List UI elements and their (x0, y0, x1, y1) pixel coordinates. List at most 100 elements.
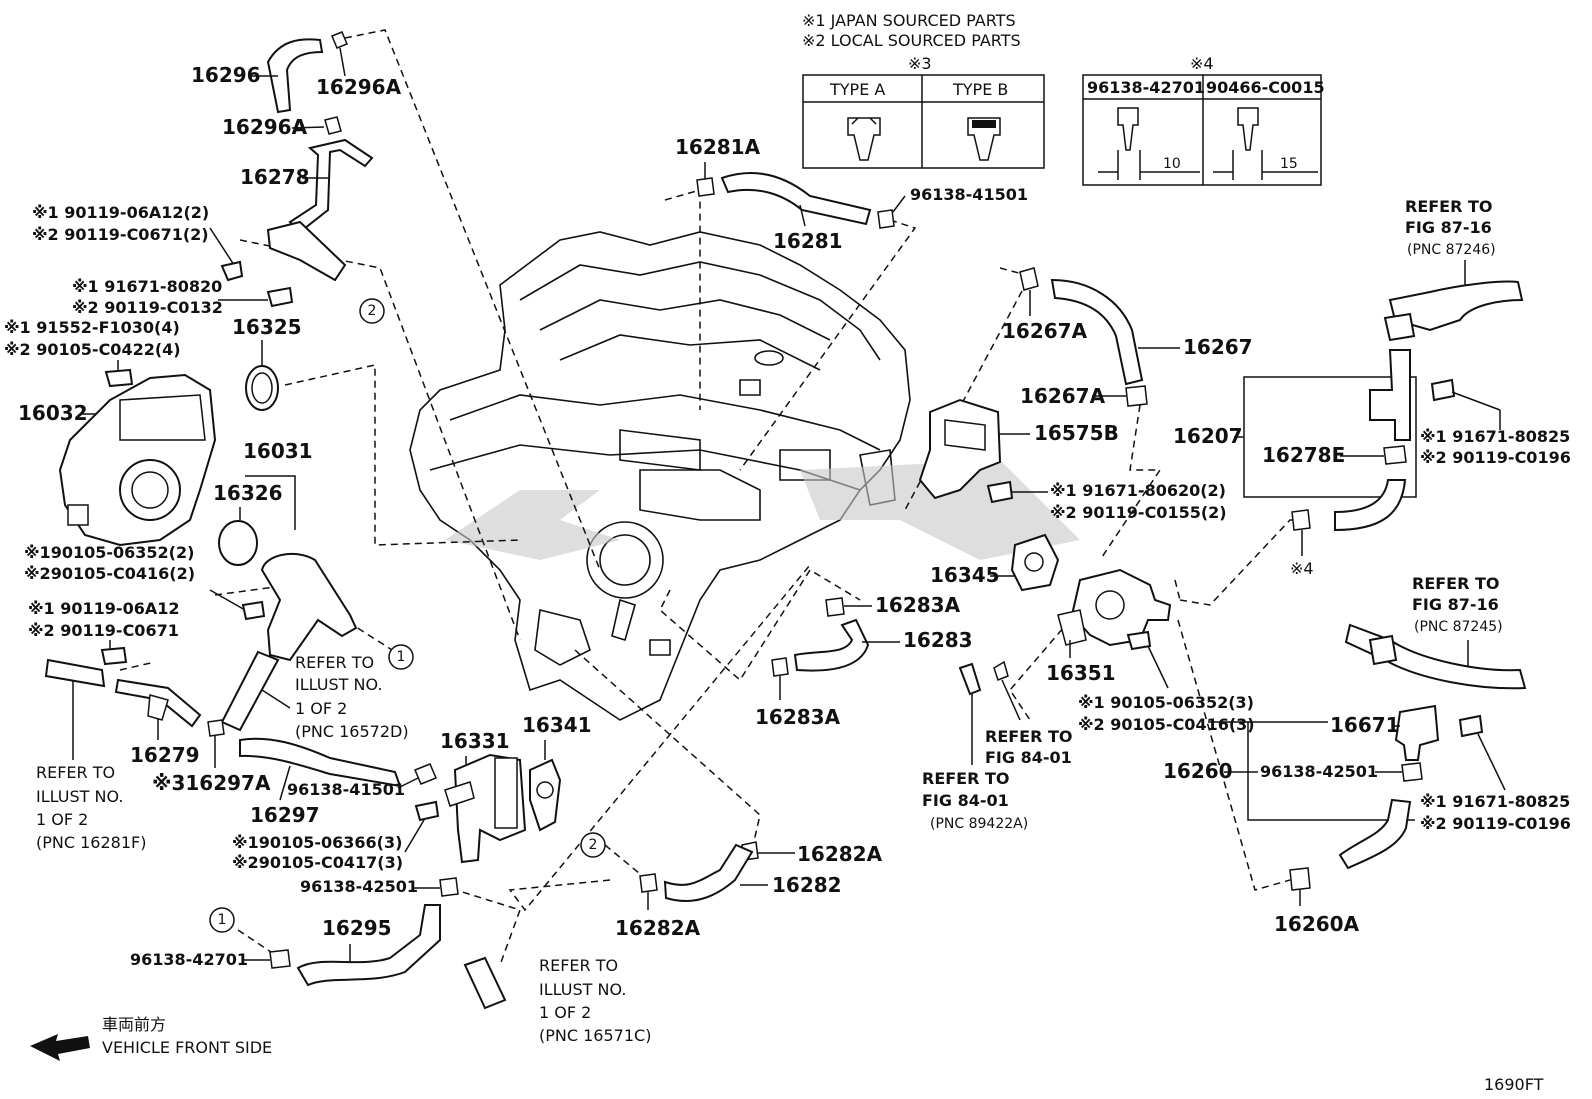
refer-16572D-line4: (PNC 16572D) (295, 722, 409, 741)
clamp-a-dimension: 10 (1163, 156, 1181, 172)
label-16283A-bottom: 16283A (755, 705, 841, 729)
callout-2-a (359, 298, 385, 324)
label-96138-42701: 96138-42701 (130, 950, 248, 969)
clamp-96138-41501-left (414, 763, 437, 785)
type-b-clip-icon (967, 117, 1001, 161)
label-90105-06366: ※190105-06366(3) (232, 833, 402, 852)
refer-16571C-line4: (PNC 16571C) (539, 1026, 651, 1045)
callout-2-b-label: 2 (589, 837, 598, 853)
label-16297A: ※316297A (152, 771, 271, 795)
refer-16571C-line2: ILLUST NO. (539, 980, 626, 999)
engine-block-illustration (409, 231, 1080, 721)
label-16575B: 16575B (1034, 421, 1119, 445)
callout-1-b-label: 1 (218, 912, 227, 928)
assembly-dashed-lines (119, 29, 1300, 966)
label-90119-C0196-b: ※2 90119-C0196 (1420, 814, 1571, 833)
mark4-label: ※4 (1290, 559, 1314, 578)
water-inlet-16031 (260, 552, 358, 662)
bolt-left-1 (220, 260, 244, 282)
refer-16281F-line2: ILLUST NO. (36, 787, 123, 806)
label-16260A: 16260A (1274, 912, 1360, 936)
clamp-16267A-top (1019, 267, 1039, 291)
figure-code: 1690FT (1484, 1075, 1544, 1094)
label-16283A-top: 16283A (875, 593, 961, 617)
label-16032: 16032 (18, 401, 88, 425)
bolt-left-3 (104, 368, 134, 388)
hose-16296 (266, 38, 324, 114)
clamp-b-icon (1213, 107, 1318, 180)
label-16296A-top: 16296A (316, 75, 402, 99)
label-16267A-bottom: 16267A (1020, 384, 1106, 408)
label-16297: 16297 (250, 803, 320, 827)
clamp-16267A-bottom (1125, 385, 1148, 407)
refer-87245-line3: (PNC 87245) (1414, 619, 1503, 635)
label-16260: 16260 (1163, 759, 1233, 783)
clamp-col-a-part: 96138-42701 (1087, 78, 1205, 97)
label-bolt-90119-06A12: ※1 90119-06A12(2) (32, 203, 209, 222)
clamp-96138-41501-right (877, 209, 895, 229)
hose-16260 (1338, 798, 1412, 870)
label-90105-C0416-2: ※290105-C0416(2) (24, 564, 195, 583)
fitting-ref-87245 (1368, 634, 1398, 666)
label-91671-80820: ※1 91671-80820 (72, 277, 222, 296)
label-90119-06A12: ※1 90119-06A12 (28, 599, 179, 618)
refer-16572D-line1: REFER TO (295, 653, 374, 672)
bolt-16278E (1430, 378, 1456, 402)
clamp-16296A-mid (324, 116, 342, 135)
refer-84-01-b-line2: FIG 84-01 (922, 791, 1009, 810)
label-90119-C0196-a: ※2 90119-C0196 (1420, 448, 1571, 467)
bolt-left-4 (241, 600, 266, 621)
clamp-16278E (1383, 445, 1407, 465)
refer-16281F-line4: (PNC 16281F) (36, 833, 146, 852)
front-arrow-icon (30, 1034, 90, 1061)
refer-16571C-line1: REFER TO (539, 956, 618, 975)
clamp-16260A (1289, 867, 1311, 891)
pipe-16278-bracket (266, 220, 347, 282)
label-16295: 16295 (322, 916, 392, 940)
hose-ref-87246 (1388, 280, 1524, 332)
label-96138-41501-left: 96138-41501 (287, 780, 405, 799)
label-16281A: 16281A (675, 135, 761, 159)
type-table-mark: ※3 (908, 54, 932, 73)
clamp-a-icon (1098, 107, 1200, 180)
label-16278: 16278 (240, 165, 310, 189)
refer-16571C-line3: 1 OF 2 (539, 1003, 591, 1022)
sensor-clip (993, 660, 1009, 681)
label-16278E: 16278E (1262, 443, 1345, 467)
callout-1-a-label: 1 (397, 649, 406, 665)
refer-16281F-line3: 1 OF 2 (36, 810, 88, 829)
pipe-16278E (1369, 349, 1411, 441)
legend-japan-sourced: ※1 JAPAN SOURCED PARTS (802, 11, 1016, 30)
refer-16572D-line3: 1 OF 2 (295, 699, 347, 718)
clamp-96138-42501-left (439, 877, 459, 897)
refer-87246-line2: FIG 87-16 (1405, 218, 1492, 237)
callout-2-b (580, 832, 606, 858)
refer-16281F-line1: REFER TO (36, 763, 115, 782)
label-90119-C0155: ※2 90119-C0155(2) (1050, 503, 1227, 522)
label-bolt-90119-C0671: ※2 90119-C0671(2) (32, 225, 209, 244)
hose-16207-lower (1334, 479, 1407, 532)
clamp-96138-42701 (269, 949, 291, 969)
legend-local-sourced: ※2 LOCAL SOURCED PARTS (802, 31, 1021, 50)
refer-84-01-a-line1: REFER TO (985, 727, 1073, 746)
label-16345: 16345 (930, 563, 1000, 587)
label-90105-C0416-3: ※2 90105-C0416(3) (1078, 715, 1255, 734)
label-16282A-top: 16282A (797, 842, 883, 866)
clamp-16296A-top (331, 31, 348, 49)
hose-to-inlet (220, 650, 280, 732)
hose-16297 (239, 737, 402, 788)
refer-87246-line1: REFER TO (1405, 197, 1493, 216)
callout-2-a-label: 2 (368, 303, 377, 319)
clamp-16283A-top (825, 597, 845, 617)
water-inlet-housing-16351 (1057, 568, 1172, 647)
bolt-16351 (1126, 630, 1152, 651)
clamp-16283A-bottom (771, 657, 789, 677)
label-16296A-mid: 16296A (222, 115, 308, 139)
callout-1-a (388, 644, 414, 670)
type-a-clip-icon (847, 117, 881, 161)
label-90105-C0422: ※2 90105-C0422(4) (4, 340, 181, 359)
label-91552-F1030: ※1 91552-F1030(4) (4, 318, 180, 337)
fitting-ref-87246 (1383, 312, 1416, 342)
label-16296: 16296 (191, 63, 261, 87)
